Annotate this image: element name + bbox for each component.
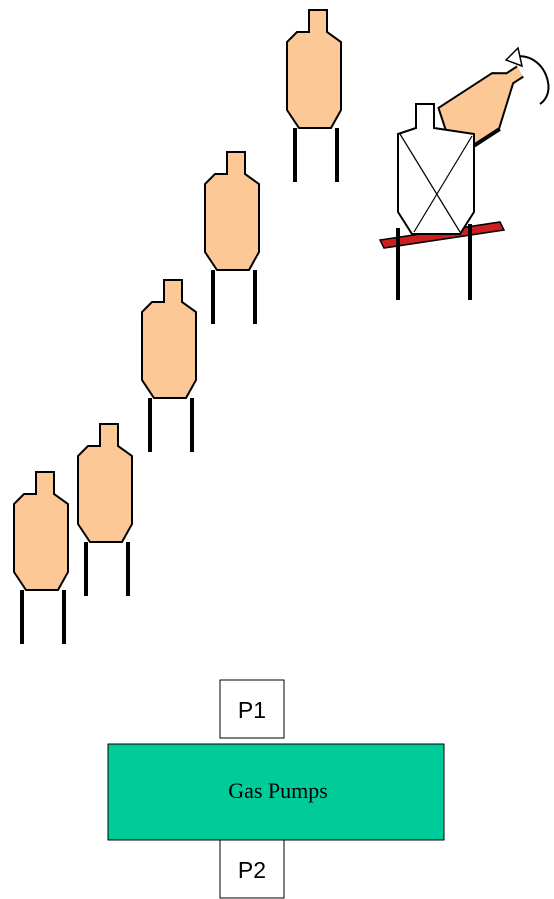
gas-pumps-label: Gas Pumps: [228, 778, 328, 803]
svg-text:P1: P1: [238, 697, 266, 723]
target-6: [286, 9, 342, 183]
target-2: [13, 471, 69, 645]
target-4: [141, 279, 197, 453]
p2-label: P2: [219, 839, 285, 899]
target-5: [204, 151, 260, 325]
gas-pumps: Gas Pumps: [107, 743, 445, 841]
svg-text:P2: P2: [238, 857, 266, 883]
turning-target-body: [397, 103, 475, 235]
target-3: [77, 423, 133, 597]
p1-label: P1: [219, 679, 285, 739]
x-mark-icon: [399, 133, 473, 233]
turning-target: [378, 46, 550, 300]
rotate-arrow-icon: [504, 46, 550, 105]
